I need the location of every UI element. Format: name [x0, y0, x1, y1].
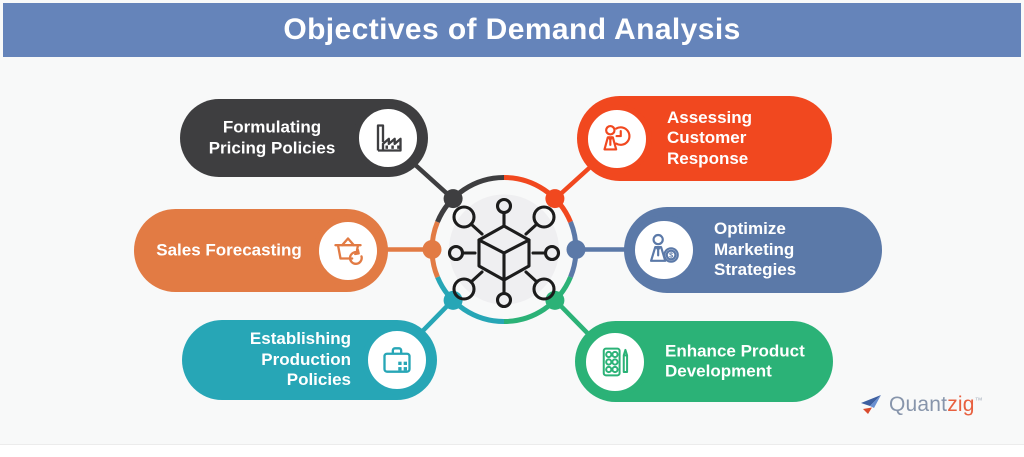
objective-pill-enhance-product-development: Enhance Product Development — [575, 321, 833, 402]
objective-label: Formulating Pricing Policies — [202, 117, 342, 158]
ring-arc-teal — [435, 276, 505, 324]
brand-logo: Quantzig™ — [860, 393, 983, 417]
page-title: Objectives of Demand Analysis — [283, 13, 741, 46]
person-clock-icon — [582, 103, 652, 174]
objective-line: Response — [667, 148, 749, 168]
quantzig-logo-icon — [861, 395, 881, 414]
objective-pill-formulating-pricing-policies: Formulating Pricing Policies — [180, 99, 428, 177]
objective-line: Development — [665, 361, 772, 381]
objective-pill-sales-forecasting: Sales Forecasting — [134, 209, 388, 292]
brand-logo-text: Quantzig™ — [889, 393, 983, 417]
factory-icon — [353, 103, 423, 173]
basket-refresh-icon — [313, 215, 383, 286]
objective-line: Optimize — [714, 218, 786, 238]
ring-arc-dark — [435, 175, 505, 223]
ring-arc-green — [503, 276, 573, 324]
objective-label: Establishing Production Policies — [204, 329, 351, 391]
hub-dot-blue — [566, 240, 586, 259]
objective-line: Formulating — [222, 117, 322, 137]
hub-dot-green — [545, 290, 565, 310]
notepad-pencil-icon — [580, 326, 650, 397]
objective-line: Assessing — [667, 107, 753, 127]
briefcase-icon — [362, 325, 432, 395]
hub-dot-red — [545, 189, 565, 209]
objective-line: Sales Forecasting — [156, 240, 302, 260]
objective-label: Optimize Marketing Strategies — [714, 219, 860, 281]
brand-name-primary: Quant — [889, 393, 948, 416]
brand-name-accent: zig — [947, 393, 975, 416]
objective-label: Assessing Customer Response — [667, 107, 810, 169]
objective-line: Strategies — [714, 260, 797, 280]
trademark-symbol: ™ — [974, 396, 983, 405]
svg-text:$: $ — [669, 252, 673, 260]
objective-line: Production — [261, 349, 351, 369]
objective-line: Enhance Product — [665, 340, 805, 360]
title-bar: Objectives of Demand Analysis — [3, 3, 1021, 57]
network-cube-icon — [447, 197, 561, 309]
objective-line: Pricing Policies — [208, 138, 336, 157]
objective-label: Enhance Product Development — [665, 341, 811, 382]
objective-line: Marketing — [714, 239, 795, 259]
objective-pill-establishing-production-policies: Establishing Production Policies — [182, 320, 437, 400]
hub-dot-dark — [443, 189, 463, 209]
objective-line: Customer — [667, 128, 747, 148]
hub-dot-teal — [443, 290, 463, 310]
person-dollar-icon: $ — [629, 215, 699, 285]
objective-pill-assessing-customer-response: Assessing Customer Response — [577, 96, 832, 181]
objective-label: Sales Forecasting — [156, 240, 302, 261]
hub-dot-orange — [422, 240, 442, 259]
ring-arc-red — [503, 175, 573, 223]
objective-line: Establishing — [249, 328, 351, 348]
objective-pill-optimize-marketing-strategies: Optimize Marketing Strategies $ — [624, 207, 882, 293]
objective-line: Policies — [286, 370, 351, 390]
